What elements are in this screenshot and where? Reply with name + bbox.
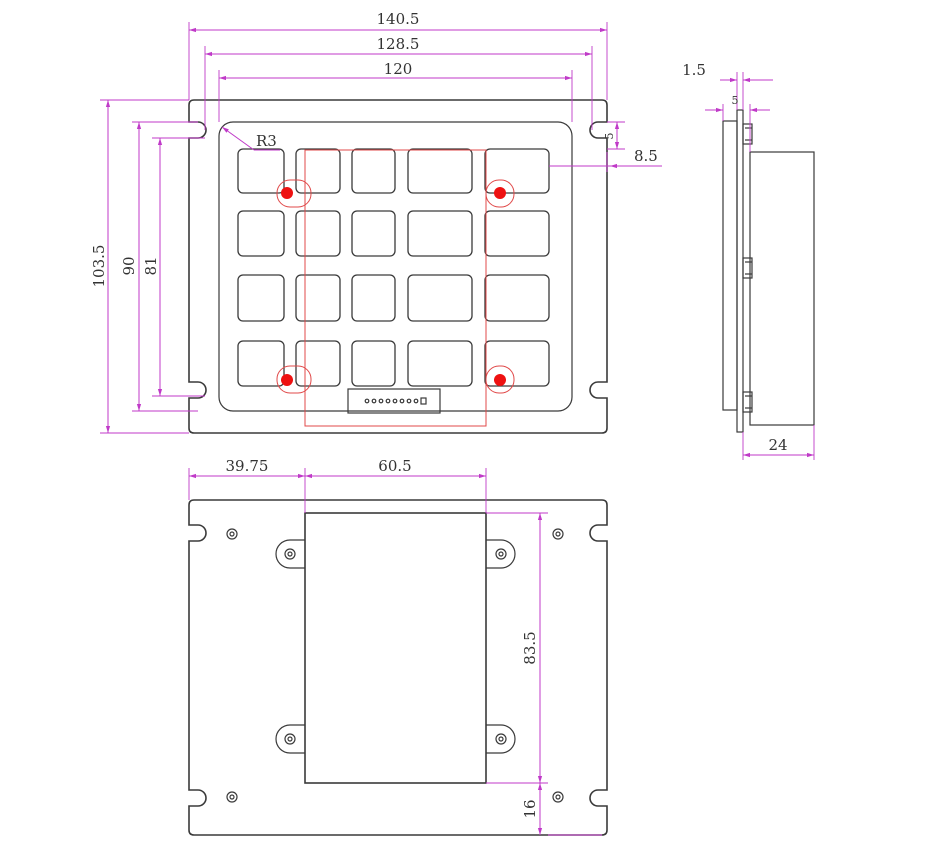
rear-module-overlay — [276, 149, 515, 427]
side-module-body — [749, 151, 815, 426]
key — [237, 274, 285, 322]
side-stud — [742, 391, 753, 413]
mounting-point — [281, 374, 293, 386]
key — [407, 148, 473, 194]
front-height-dimensions: 103.5 90 81 — [90, 99, 205, 434]
side-stud — [742, 257, 753, 279]
connector-body — [347, 388, 441, 414]
key — [407, 340, 473, 387]
rear-corner-holes — [226, 528, 564, 803]
key — [295, 148, 341, 194]
keypad-keys — [237, 148, 550, 387]
dim-hole-spacing-height: 90 — [120, 256, 138, 275]
mount-tab-top-left — [275, 539, 305, 569]
mounting-link-top-left — [276, 179, 312, 208]
side-studs — [742, 123, 753, 413]
rear-module-body — [304, 512, 487, 784]
front-width-dimensions: 140.5 128.5 120 — [188, 10, 608, 130]
corner-hole — [552, 791, 564, 803]
corner-hole — [229, 531, 235, 537]
key — [295, 210, 341, 257]
dim-overall-height: 103.5 — [90, 245, 108, 288]
mount-tab-bottom-right — [486, 724, 516, 754]
connector-pins — [364, 397, 427, 405]
rear-view: 39.75 60.5 83.5 16 — [188, 457, 608, 836]
key — [484, 274, 550, 322]
front-plate-outline — [188, 99, 608, 434]
mounting-point — [494, 374, 506, 386]
connector-pin — [406, 398, 412, 404]
connector — [347, 388, 441, 414]
rear-mount-tabs — [275, 539, 516, 754]
key — [407, 210, 473, 257]
connector-pin — [392, 398, 398, 404]
side-dimensions: 1.5 5 24 — [682, 61, 815, 460]
key — [351, 274, 396, 322]
dim-radius: R3 — [256, 132, 277, 150]
corner-hole — [229, 794, 235, 800]
side-stud — [742, 123, 753, 145]
rear-dimensions: 39.75 60.5 83.5 16 — [188, 457, 602, 836]
side-front-plate — [736, 109, 744, 433]
corner-hole — [555, 531, 561, 537]
radius-callout: R3 — [221, 126, 280, 151]
dim-overall-width: 140.5 — [377, 10, 420, 28]
connector-pin — [413, 398, 419, 404]
key — [237, 340, 285, 387]
connector-pin — [378, 398, 384, 404]
front-view: 140.5 128.5 120 103.5 90 81 — [90, 10, 662, 434]
key — [484, 148, 550, 194]
rear-module-outline — [304, 149, 487, 427]
dim-bottom-offset: 16 — [521, 799, 539, 818]
dim-plate-thickness: 1.5 — [682, 61, 706, 79]
key — [351, 210, 396, 257]
dim-module-height: 83.5 — [521, 631, 539, 664]
mounting-link-top-right — [485, 179, 515, 208]
corner-hole — [555, 794, 561, 800]
connector-pin — [399, 398, 405, 404]
key — [351, 148, 396, 194]
connector-pin-square — [420, 397, 427, 405]
connector-pin — [385, 398, 391, 404]
dim-inner-height: 81 — [142, 256, 160, 275]
key — [351, 340, 396, 387]
mount-tab-bottom-left — [275, 724, 305, 754]
corner-hole — [226, 791, 238, 803]
connector-pin — [364, 398, 370, 404]
key — [237, 210, 285, 257]
corner-hole — [226, 528, 238, 540]
mounting-point — [494, 187, 506, 199]
mounting-point — [281, 187, 293, 199]
dim-left-offset: 39.75 — [226, 457, 269, 475]
key — [484, 210, 550, 257]
dim-module-width: 60.5 — [378, 457, 411, 475]
side-view: 1.5 5 24 — [682, 61, 815, 460]
dim-gap: 5 — [732, 94, 739, 107]
dim-hole-spacing-width: 128.5 — [377, 35, 420, 53]
front-inner-panel — [218, 121, 573, 412]
mount-tab-top-right — [486, 539, 516, 569]
rear-plate-outline — [188, 499, 608, 836]
mounting-link-bottom-left — [276, 365, 312, 394]
corner-hole — [552, 528, 564, 540]
key — [295, 274, 341, 322]
connector-pin — [371, 398, 377, 404]
mounting-link-bottom-right — [485, 365, 515, 394]
key — [237, 148, 285, 194]
side-backing-plate — [722, 120, 738, 411]
dim-depth: 24 — [768, 436, 787, 454]
key — [295, 340, 341, 387]
dim-side-margin: 8.5 — [634, 147, 658, 165]
front-margin-dimensions: 5 8.5 — [549, 121, 662, 172]
dim-top-margin: 5 — [603, 133, 616, 140]
dim-inner-width: 120 — [384, 60, 413, 78]
key — [407, 274, 473, 322]
